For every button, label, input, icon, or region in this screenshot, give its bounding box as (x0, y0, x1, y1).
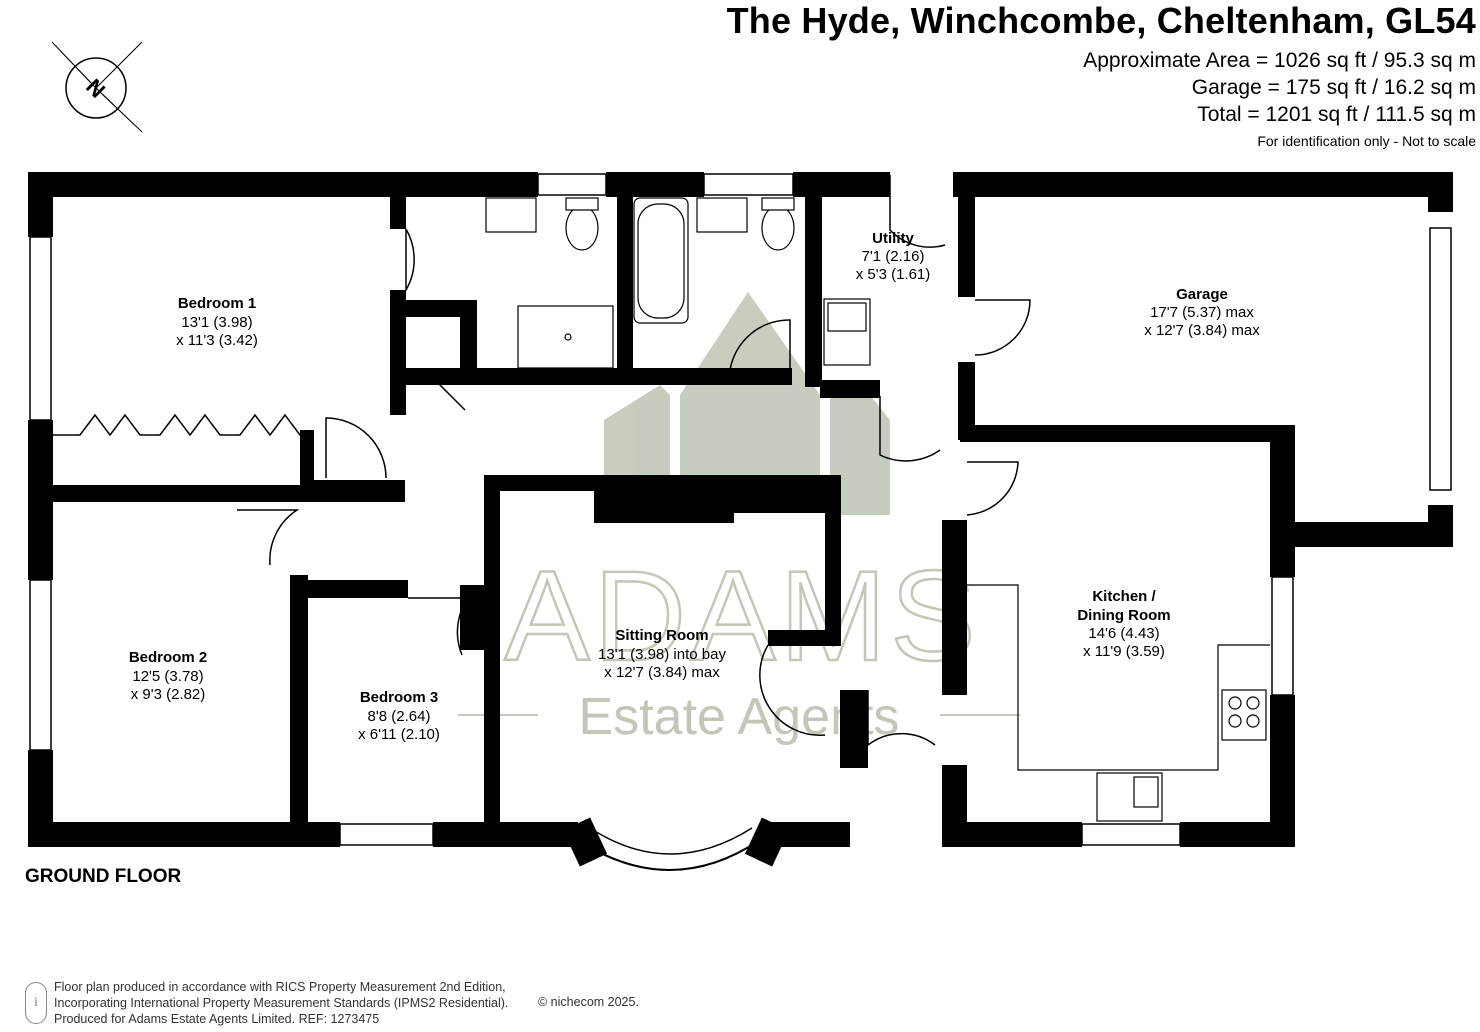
svg-text:7'1 (2.16): 7'1 (2.16) (862, 248, 925, 265)
toilet-1-icon (565, 205, 599, 251)
total-area: Total = 1201 sq ft / 111.5 sq m (1197, 103, 1476, 126)
room-label-bedroom-2: Bedroom 2 12'5 (3.78) x 9'3 (2.82) (129, 649, 207, 703)
svg-text:Bedroom 3: Bedroom 3 (360, 689, 438, 706)
svg-text:Kitchen /: Kitchen / (1092, 588, 1156, 605)
garage-area: Garage = 175 sq ft / 16.2 sq m (1191, 76, 1476, 99)
room-label-sitting-room: Sitting Room 13'1 (3.98) into bay x 12'7… (598, 627, 726, 681)
basin-1-icon (485, 197, 537, 233)
room-label-utility: Utility 7'1 (2.16) x 5'3 (1.61) (856, 230, 931, 283)
svg-text:x 6'11 (2.10): x 6'11 (2.10) (358, 726, 440, 743)
room-label-garage: Garage 17'7 (5.37) max x 12'7 (3.84) max (1144, 286, 1260, 339)
svg-text:13'1 (3.98): 13'1 (3.98) (181, 314, 252, 331)
doors (237, 175, 1031, 747)
room-label-bedroom-1: Bedroom 1 13'1 (3.98) x 11'3 (3.42) (176, 295, 258, 349)
info-icon: i (25, 982, 47, 1024)
scale-note: For identification only - Not to scale (1257, 133, 1476, 149)
svg-text:x 12'7 (3.84) max: x 12'7 (3.84) max (1144, 322, 1260, 339)
svg-text:x 11'9 (3.59): x 11'9 (3.59) (1083, 643, 1165, 660)
basin-2-icon (696, 197, 748, 233)
footer-line: Produced for Adams Estate Agents Limited… (54, 1012, 380, 1026)
watermark-brand: ADAMS (504, 545, 979, 688)
wardrobe-doors (53, 413, 310, 437)
toilet-2-icon (761, 205, 795, 251)
room-label-bedroom-3: Bedroom 3 8'8 (2.64) x 6'11 (2.10) (358, 689, 440, 743)
svg-text:x 9'3 (2.82): x 9'3 (2.82) (131, 686, 206, 703)
svg-text:Bedroom 1: Bedroom 1 (178, 295, 256, 312)
floor-label: GROUND FLOOR (25, 866, 182, 887)
svg-text:Utility: Utility (872, 230, 914, 247)
kitchen-fittings (967, 584, 1270, 822)
svg-text:x 5'3 (1.61): x 5'3 (1.61) (856, 266, 931, 283)
svg-text:17'7 (5.37) max: 17'7 (5.37) max (1150, 304, 1254, 321)
svg-text:13'1 (3.98) into bay: 13'1 (3.98) into bay (598, 646, 726, 663)
room-label-kitchen: Kitchen / Dining Room 14'6 (4.43) x 11'9… (1077, 588, 1170, 660)
svg-text:8'8 (2.64): 8'8 (2.64) (368, 708, 431, 725)
svg-text:14'6 (4.43): 14'6 (4.43) (1088, 625, 1159, 642)
svg-text:x 12'7 (3.84) max: x 12'7 (3.84) max (604, 664, 720, 681)
compass-icon: N (51, 41, 143, 133)
footer-notes: Floor plan produced in accordance with R… (54, 979, 508, 1027)
footer-line: Incorporating International Property Mea… (54, 996, 509, 1010)
windows (29, 173, 1452, 871)
walls (28, 172, 1453, 867)
svg-text:12'5 (3.78): 12'5 (3.78) (132, 668, 203, 685)
copyright: © nichecom 2025. (538, 995, 639, 1009)
approximate-area: Approximate Area = 1026 sq ft / 95.3 sq … (1083, 49, 1476, 72)
bathroom-fixtures (485, 197, 871, 369)
svg-text:Bedroom 2: Bedroom 2 (129, 649, 207, 666)
footer-line: Floor plan produced in accordance with R… (54, 980, 506, 994)
svg-text:x 11'3 (3.42): x 11'3 (3.42) (176, 332, 258, 349)
svg-text:Sitting Room: Sitting Room (615, 627, 708, 644)
svg-text:Dining Room: Dining Room (1077, 607, 1170, 624)
svg-text:Garage: Garage (1176, 286, 1228, 303)
hob-icon (1221, 689, 1267, 741)
property-title: The Hyde, Winchcombe, Cheltenham, GL54 (726, 0, 1476, 41)
